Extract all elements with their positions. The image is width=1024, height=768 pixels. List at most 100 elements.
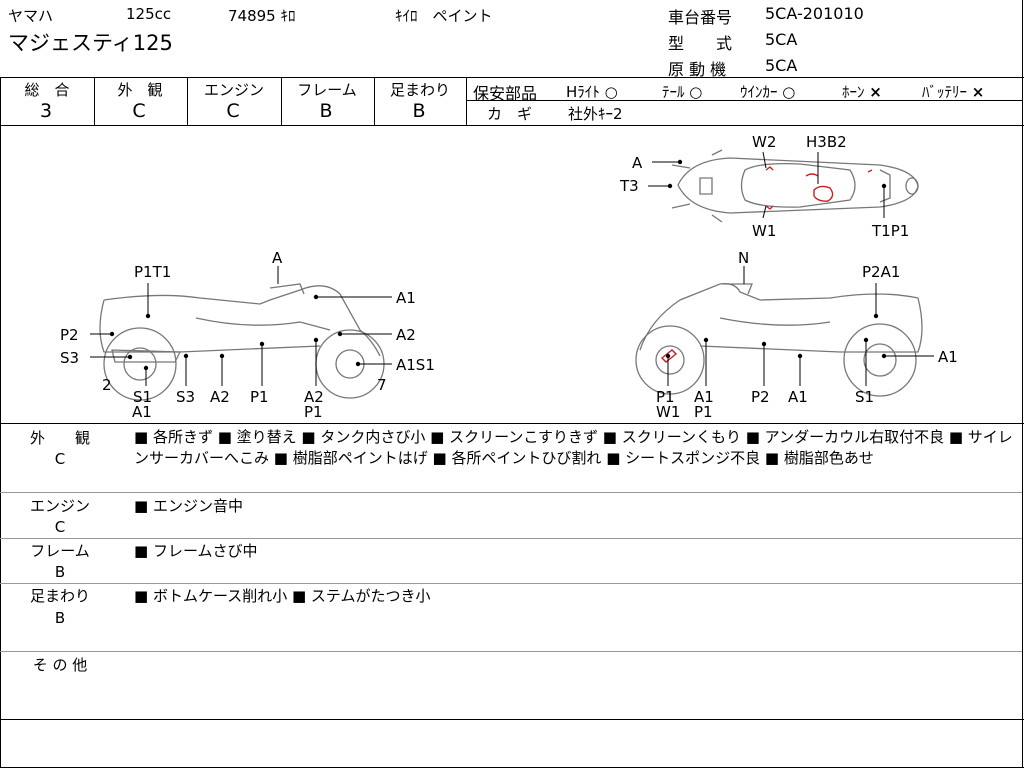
grade-exterior: C <box>132 100 146 122</box>
right-label-n: N <box>738 249 750 267</box>
key-value: 社外ｷｰ2 <box>568 105 623 123</box>
detail-frame-title: フレーム <box>30 542 90 560</box>
rule-detail-2 <box>0 538 1022 539</box>
detail-frame-text: ■ フレームさび中 <box>134 542 258 560</box>
rule-diagram-bottom <box>0 423 1024 424</box>
detail-exterior-title: 外 観 <box>29 429 90 447</box>
top-label-t1p1: T1P1 <box>872 222 910 240</box>
detail-engine-title: エンジン <box>29 497 90 515</box>
model-name: マジェスティ125 <box>8 31 173 55</box>
maker: ヤマハ <box>8 7 54 25</box>
grade-header-engine: エンジン <box>203 81 264 99</box>
left-view-sketch <box>99 283 385 401</box>
right-view-red-marks <box>660 349 678 363</box>
detail-suspension-title: 足まわり <box>29 587 90 605</box>
rule-detail-1 <box>0 492 1022 493</box>
remarks: ｷｲﾛ ペイント <box>395 7 493 25</box>
right-label-p2a1: P2A1 <box>862 263 901 281</box>
mileage: 74895 ｷﾛ <box>228 7 296 25</box>
leader-lines <box>90 151 934 386</box>
top-label-w2: W2 <box>752 133 777 151</box>
left-label-a2-bottom: A2 <box>210 388 230 406</box>
right-view-sketch <box>635 283 923 397</box>
left-label-a2-bottom2: A2 <box>304 388 324 406</box>
left-label-a-top: A <box>272 249 283 267</box>
safety-item-headlight: Hﾗｲﾄ ○ <box>566 83 618 101</box>
grade-suspension: B <box>412 100 426 122</box>
grade-engine: C <box>226 100 240 122</box>
left-label-p2: P2 <box>60 326 79 344</box>
right-label-a1: A1 <box>938 348 958 366</box>
right-label-a1-bottom2: A1 <box>788 388 808 406</box>
right-label-p1: P1 <box>656 388 675 406</box>
detail-exterior-grade: C <box>54 450 66 468</box>
safety-item-winker: ｳｲﾝｶｰ ○ <box>740 83 796 101</box>
right-label-p1-bottom: P1 <box>694 403 713 421</box>
frame-no-label: 車台番号 <box>668 8 733 27</box>
right-label-a1-bottom: A1 <box>694 388 714 406</box>
detail-frame-grade: B <box>54 563 66 581</box>
left-label-s3-bottom: S3 <box>176 388 196 406</box>
frame-no: 5CA-201010 <box>765 4 864 23</box>
top-label-w1: W1 <box>752 222 777 240</box>
detail-suspension-grade: B <box>54 609 66 627</box>
rule-detail-3 <box>0 583 1022 584</box>
detail-engine-grade: C <box>54 518 66 536</box>
left-label-p1-bottom: P1 <box>250 388 269 406</box>
left-label-a1: A1 <box>396 289 416 307</box>
grade-divider-1 <box>94 77 95 125</box>
left-label-s3: S3 <box>60 349 80 367</box>
grade-divider-5 <box>466 77 467 125</box>
detail-exterior-text: ■ 各所きず ■ 塗り替え ■ タンク内さび小 ■ スクリーンこすりきず ■ ス… <box>134 428 1013 467</box>
type-label: 型 式 <box>668 34 733 53</box>
safety-item-tail: ﾃｰﾙ ○ <box>662 83 703 101</box>
safety-divider <box>466 100 1022 101</box>
top-view-red-marks <box>765 166 873 210</box>
top-view-sketch <box>671 149 919 223</box>
grade-divider-3 <box>281 77 282 125</box>
grade-header-total: 総 合 <box>24 81 70 99</box>
left-label-p1t1: P1T1 <box>134 263 172 281</box>
safety-status-headlight: ○ <box>604 83 618 101</box>
top-label-h3b2: H3B2 <box>806 133 847 151</box>
rule-detail-4 <box>0 651 1022 652</box>
left-label-s1: S1 <box>133 388 153 406</box>
safety-item-battery: ﾊﾞｯﾃﾘｰ × <box>922 83 985 101</box>
detail-other-title: そ の 他 <box>32 656 88 674</box>
top-label-a: A <box>632 154 643 172</box>
engine-value: 5CA <box>765 56 798 75</box>
detail-suspension-text: ■ ボトムケース削れ小 ■ ステムがたつき小 <box>134 587 431 605</box>
grade-divider-2 <box>187 77 188 125</box>
rule-left <box>0 77 1 767</box>
left-label-a1-bottom: A1 <box>132 403 152 421</box>
right-label-p2: P2 <box>751 388 770 406</box>
detail-engine-text: ■ エンジン音中 <box>134 497 243 515</box>
key-label: カ ギ <box>487 105 533 123</box>
left-label-a2: A2 <box>396 326 416 344</box>
safety-status-battery: × <box>971 83 985 101</box>
safety-status-winker: ○ <box>782 83 796 101</box>
left-label-2: 2 <box>102 376 112 394</box>
type-value: 5CA <box>765 30 798 49</box>
right-label-s1: S1 <box>855 388 875 406</box>
safety-status-tail: ○ <box>689 83 703 101</box>
left-label-7: 7 <box>377 376 387 394</box>
safety-status-horn: × <box>869 83 882 101</box>
grade-header-suspension: 足まわり <box>389 81 450 99</box>
rule-grades-bottom <box>0 125 1024 126</box>
left-label-a1s1: A1S1 <box>396 356 435 374</box>
left-label-p1-bottom2: P1 <box>304 403 323 421</box>
safety-label: 保安部品 <box>473 84 538 103</box>
grade-header-exterior: 外 観 <box>117 81 163 99</box>
engine-label: 原 動 機 <box>668 60 727 79</box>
grade-total: 3 <box>39 100 53 122</box>
right-label-w1: W1 <box>656 403 681 421</box>
safety-item-horn: ﾎｰﾝ × <box>842 83 882 101</box>
rule-right <box>1022 0 1023 768</box>
grade-divider-4 <box>374 77 375 125</box>
grade-header-frame: フレーム <box>297 81 357 99</box>
rule-top <box>0 77 1024 78</box>
rule-details-bottom <box>0 719 1024 720</box>
top-label-t3: T3 <box>620 177 639 195</box>
